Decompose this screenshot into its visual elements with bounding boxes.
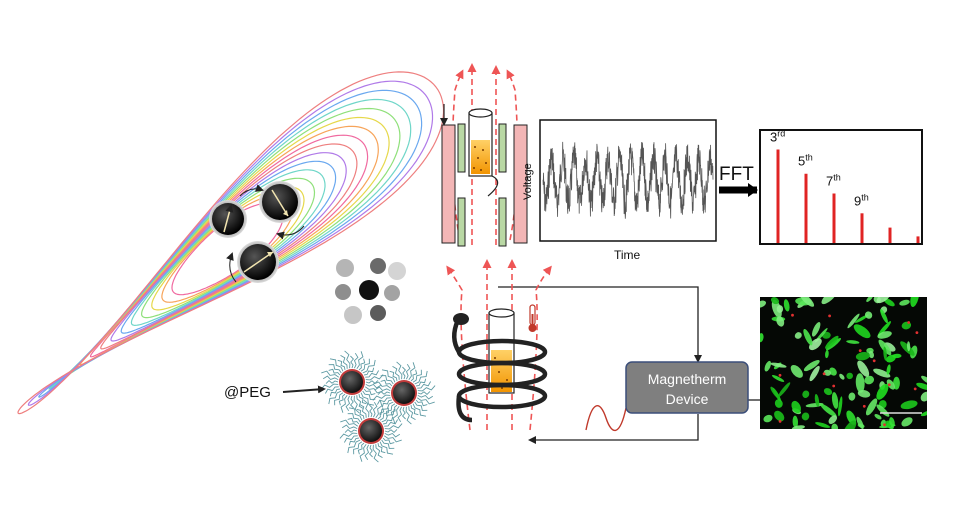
device-label-line2: Device [666,391,709,407]
hysteresis-loop [110,152,347,342]
nanoparticle-icon [259,181,301,223]
cell-fluorescence-image [760,297,927,429]
peg-nanoparticle [320,350,384,414]
device-label-line1: Magnetherm [648,371,727,387]
time-axis-label: Time [614,248,641,262]
thermometer-icon [528,304,537,332]
magnetherm-heating-setup: Magnetherm Device [446,259,760,444]
harmonic-spectrum: 3rd 5th 7th 9th [759,129,923,245]
hysteresis-loop [140,177,316,319]
pickup-coil-setup [440,63,528,247]
peg-arrow [282,385,326,394]
peg-coated-nanoparticles [320,350,436,463]
voltage-signal-trace [542,141,714,219]
hysteresis-loop [38,89,423,398]
harmonic-label: 3rd [770,129,785,145]
hysteresis-loop [89,134,369,358]
coil-plug-icon [453,313,469,325]
rotating-nanoparticles [209,181,305,283]
hysteresis-loop [151,186,305,311]
rotation-arrow [239,184,264,197]
harmonic-label: 9th [854,192,869,208]
hysteresis-loop [17,71,445,415]
voltage-signal-plot: Voltage Time [522,119,717,262]
peg-nanoparticle [339,399,403,463]
rotation-arrow [226,252,237,283]
ac-sine-wave-icon [585,405,627,431]
magnetherm-device-box [625,361,749,414]
nanoparticle-cluster [335,258,406,324]
nanoparticle-icon [209,200,247,238]
peg-nanoparticle [372,361,436,425]
harmonic-label: 5th [798,153,813,169]
hysteresis-loop [79,125,379,366]
voltage-axis-label: Voltage [522,163,534,200]
hysteresis-loop [27,80,434,406]
peg-label: @PEG [224,384,271,401]
hysteresis-loop [69,116,390,374]
hysteresis-loop [161,194,295,303]
hysteresis-loop [100,143,358,350]
hysteresis-loops [17,71,445,415]
nanoparticle-icon [237,241,279,283]
spectrum-frame [759,129,923,245]
fft-label: FFT [719,164,754,185]
harmonic-label: 7th [826,173,841,189]
rotation-arrow [276,225,305,240]
hysteresis-loop [120,160,337,334]
hysteresis-loop [48,98,412,390]
